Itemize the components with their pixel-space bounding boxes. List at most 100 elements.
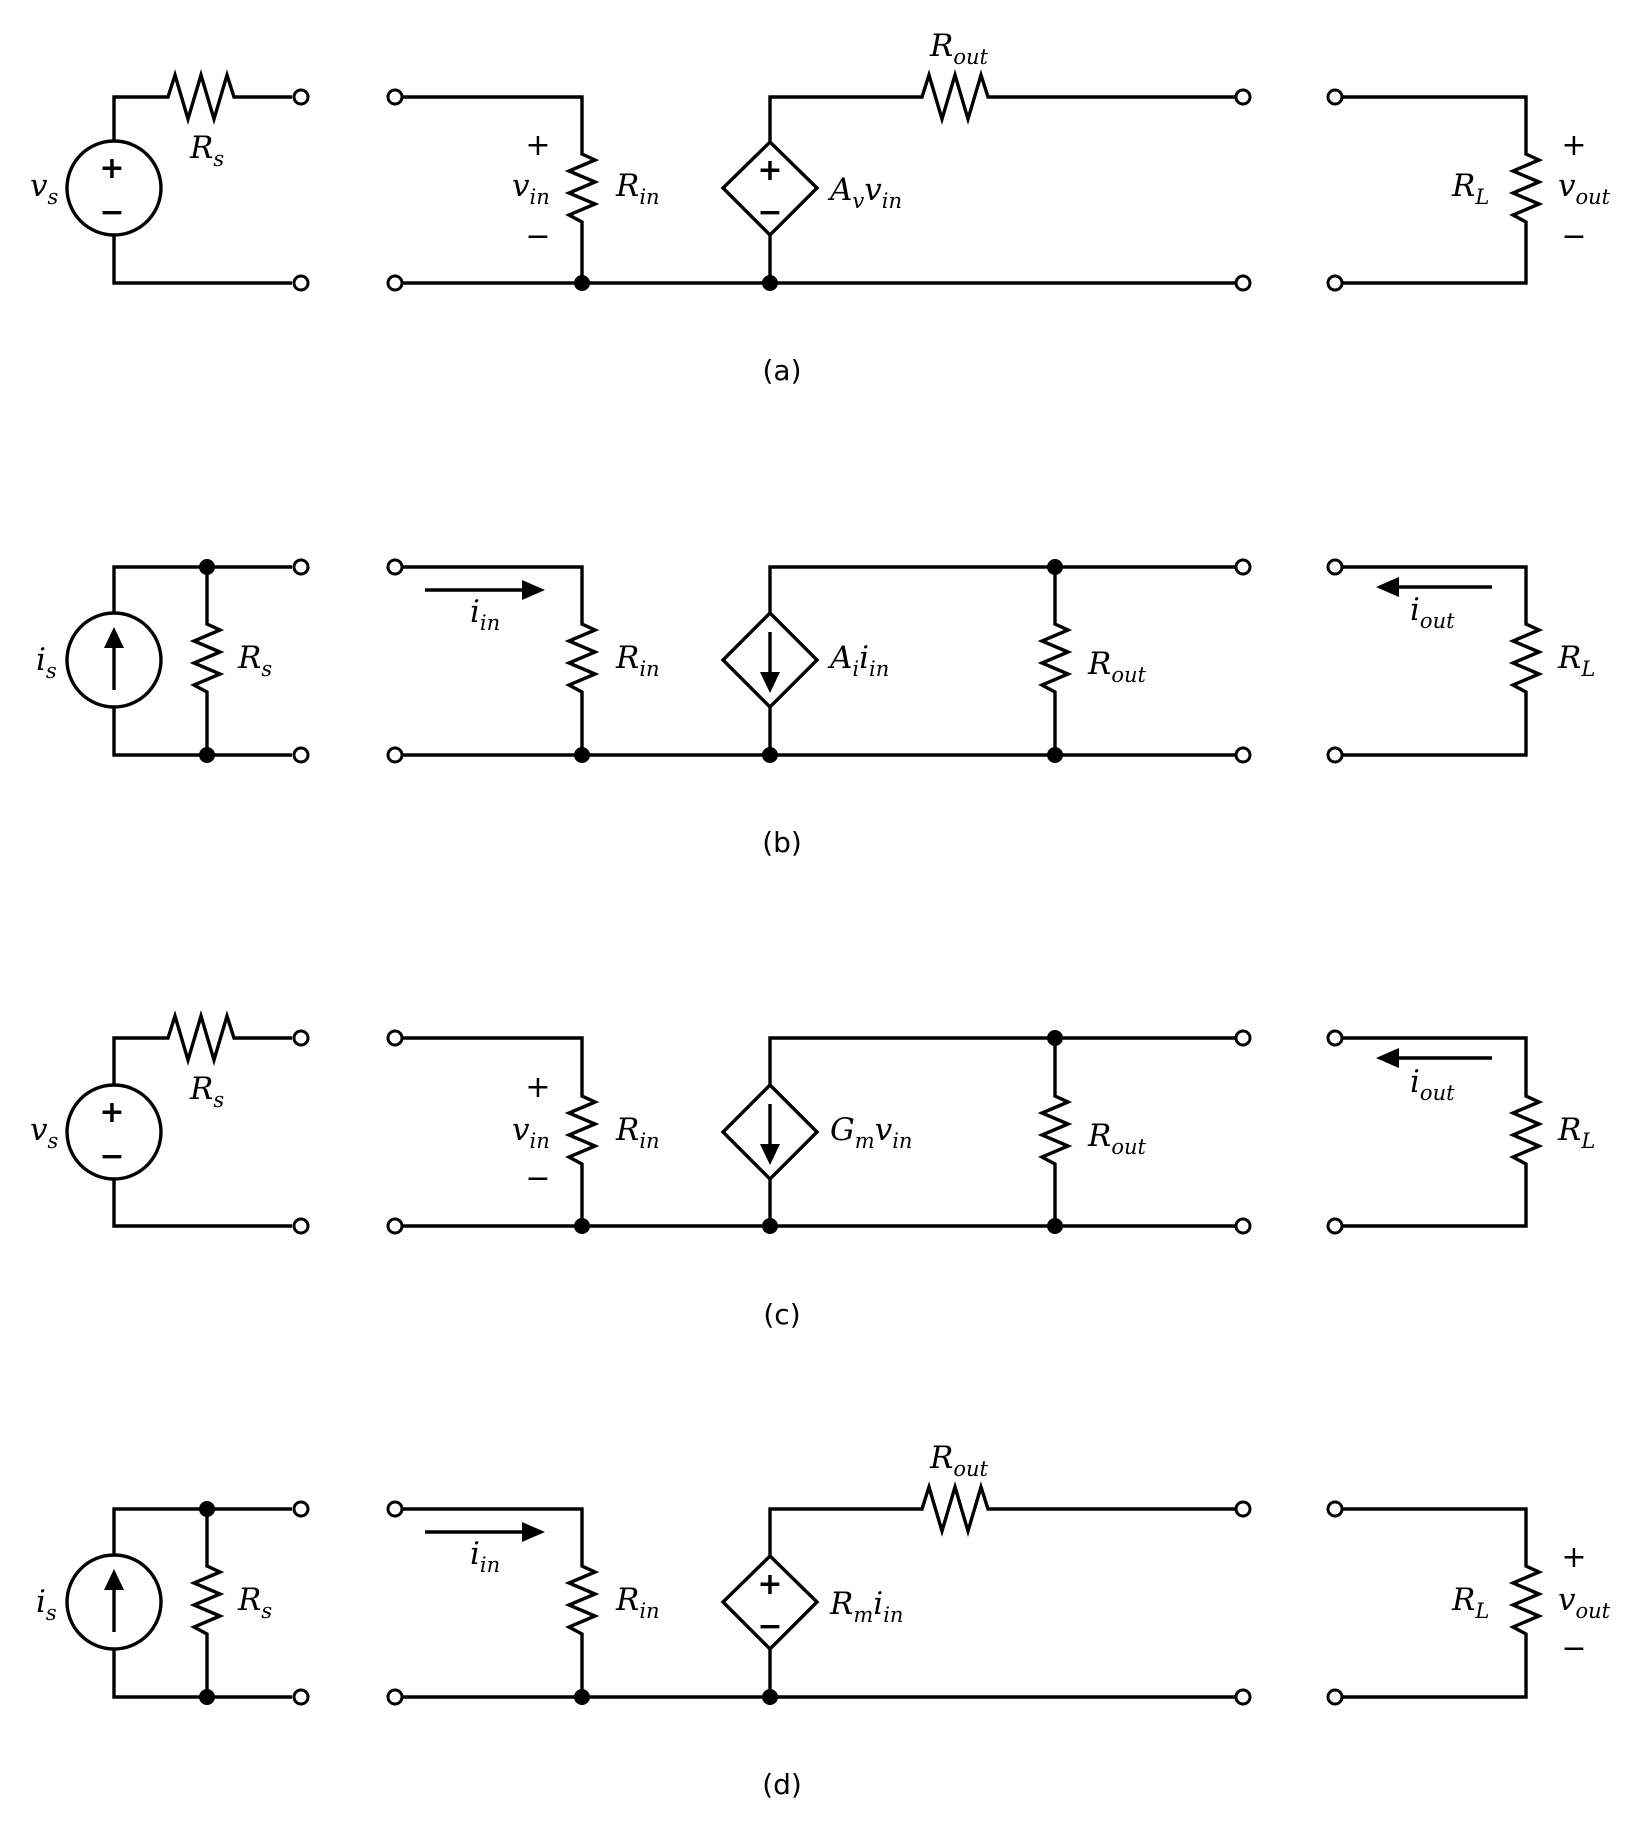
dvs-d-minus: −	[757, 1609, 782, 1644]
terminal	[1326, 274, 1344, 292]
down-arrow-icon	[760, 672, 780, 693]
terminal	[292, 1688, 310, 1706]
node-dot	[199, 1501, 215, 1517]
terminal	[292, 274, 310, 292]
rl-d-label: RL	[1451, 1582, 1489, 1623]
rout-a-label: Rout	[929, 28, 989, 69]
voltage-source-a	[65, 139, 163, 237]
rl-b-resistor	[1511, 616, 1541, 700]
dvs-d-plus: +	[757, 1567, 782, 1602]
terminal	[1326, 746, 1344, 764]
vin-a-plus: +	[525, 128, 550, 163]
node-dot	[762, 1689, 778, 1705]
dependent-voltage-source-d	[720, 1553, 820, 1652]
source-a-wires	[112, 95, 292, 285]
vout-a-label: vout	[1558, 168, 1611, 209]
rs-d-label: Rs	[237, 1582, 272, 1623]
node-dot	[574, 275, 590, 291]
terminal	[1326, 1688, 1344, 1706]
vin-c-label: vin	[512, 1112, 550, 1153]
vs-a-minus: −	[99, 195, 124, 230]
node-dot	[762, 747, 778, 763]
rout-c-label: Rout	[1087, 1118, 1147, 1159]
gain-b-label: Aiiin	[827, 640, 889, 681]
terminal	[386, 1029, 404, 1047]
node-dot	[574, 1218, 590, 1234]
caption-d: (d)	[762, 1768, 802, 1801]
dvs-a-plus: +	[757, 153, 782, 188]
load-c-wires	[1342, 1036, 1528, 1228]
source-d-wires	[112, 1507, 292, 1699]
circuit-c: + − vs Rs + − vin Rin Gmvin Rout iout RL	[30, 1014, 1595, 1331]
rs-c-resistor	[158, 1014, 242, 1062]
terminal	[1326, 1500, 1344, 1518]
terminal	[292, 1217, 310, 1235]
node-dot	[1047, 559, 1063, 575]
vs-a-label: vs	[30, 168, 59, 209]
terminal	[386, 1217, 404, 1235]
rs-b-label: Rs	[237, 640, 272, 681]
rout-d-label: Rout	[929, 1440, 989, 1481]
vout-d-minus: −	[1561, 1631, 1586, 1666]
node-dot	[574, 747, 590, 763]
down-arrow-icon	[760, 1144, 780, 1165]
terminal	[386, 746, 404, 764]
terminal	[292, 1500, 310, 1518]
terminal	[386, 1688, 404, 1706]
amp-a-wires	[402, 95, 1236, 285]
terminal	[292, 558, 310, 576]
rin-a-label: Rin	[615, 168, 660, 209]
terminal	[1234, 274, 1252, 292]
gain-a-label: Avvin	[827, 172, 902, 213]
terminal	[386, 1500, 404, 1518]
terminal	[1234, 1217, 1252, 1235]
iin-d-label: iin	[470, 1536, 500, 1577]
rl-c-label: RL	[1557, 1112, 1595, 1153]
vs-c-minus: −	[99, 1139, 124, 1174]
load-d-wires	[1342, 1507, 1528, 1699]
rin-b-resistor	[567, 616, 597, 700]
right-arrow-icon	[522, 580, 545, 600]
rs-a-resistor	[158, 73, 242, 121]
rin-d-label: Rin	[615, 1582, 660, 1623]
vin-a-label: vin	[512, 168, 550, 209]
rs-b-resistor	[192, 616, 222, 700]
terminal	[1326, 1029, 1344, 1047]
terminal	[386, 88, 404, 106]
vout-d-plus: +	[1561, 1540, 1586, 1575]
iout-c-label: iout	[1410, 1064, 1455, 1105]
rin-a-resistor	[567, 146, 597, 230]
dvs-a-minus: −	[757, 195, 782, 230]
terminal	[1234, 558, 1252, 576]
caption-b: (b)	[762, 826, 802, 859]
rl-d-resistor	[1511, 1558, 1541, 1642]
load-b-wires	[1342, 565, 1528, 757]
terminal	[1234, 1029, 1252, 1047]
terminal	[1234, 746, 1252, 764]
caption-c: (c)	[763, 1298, 800, 1331]
terminal	[1326, 558, 1344, 576]
terminal	[292, 746, 310, 764]
up-arrow-icon	[104, 627, 124, 648]
vout-d-label: vout	[1558, 1582, 1611, 1623]
iin-b-label: iin	[470, 594, 500, 635]
rout-a-resistor	[912, 73, 996, 121]
right-arrow-icon	[522, 1522, 545, 1542]
node-dot	[1047, 747, 1063, 763]
rout-c-resistor	[1040, 1088, 1070, 1172]
vs-a-plus: +	[99, 151, 124, 186]
rin-c-resistor	[567, 1088, 597, 1172]
vin-a-minus: −	[525, 219, 550, 254]
load-a-wires	[1342, 95, 1528, 285]
rs-a-label: Rs	[189, 130, 224, 171]
terminal	[1234, 1500, 1252, 1518]
iout-b-label: iout	[1410, 592, 1455, 633]
node-dot	[199, 559, 215, 575]
rout-b-resistor	[1040, 616, 1070, 700]
rl-c-resistor	[1511, 1088, 1541, 1172]
vs-c-plus: +	[99, 1095, 124, 1130]
rl-a-label: RL	[1451, 168, 1489, 209]
rs-d-resistor	[192, 1558, 222, 1642]
voltage-source-c	[65, 1083, 163, 1181]
